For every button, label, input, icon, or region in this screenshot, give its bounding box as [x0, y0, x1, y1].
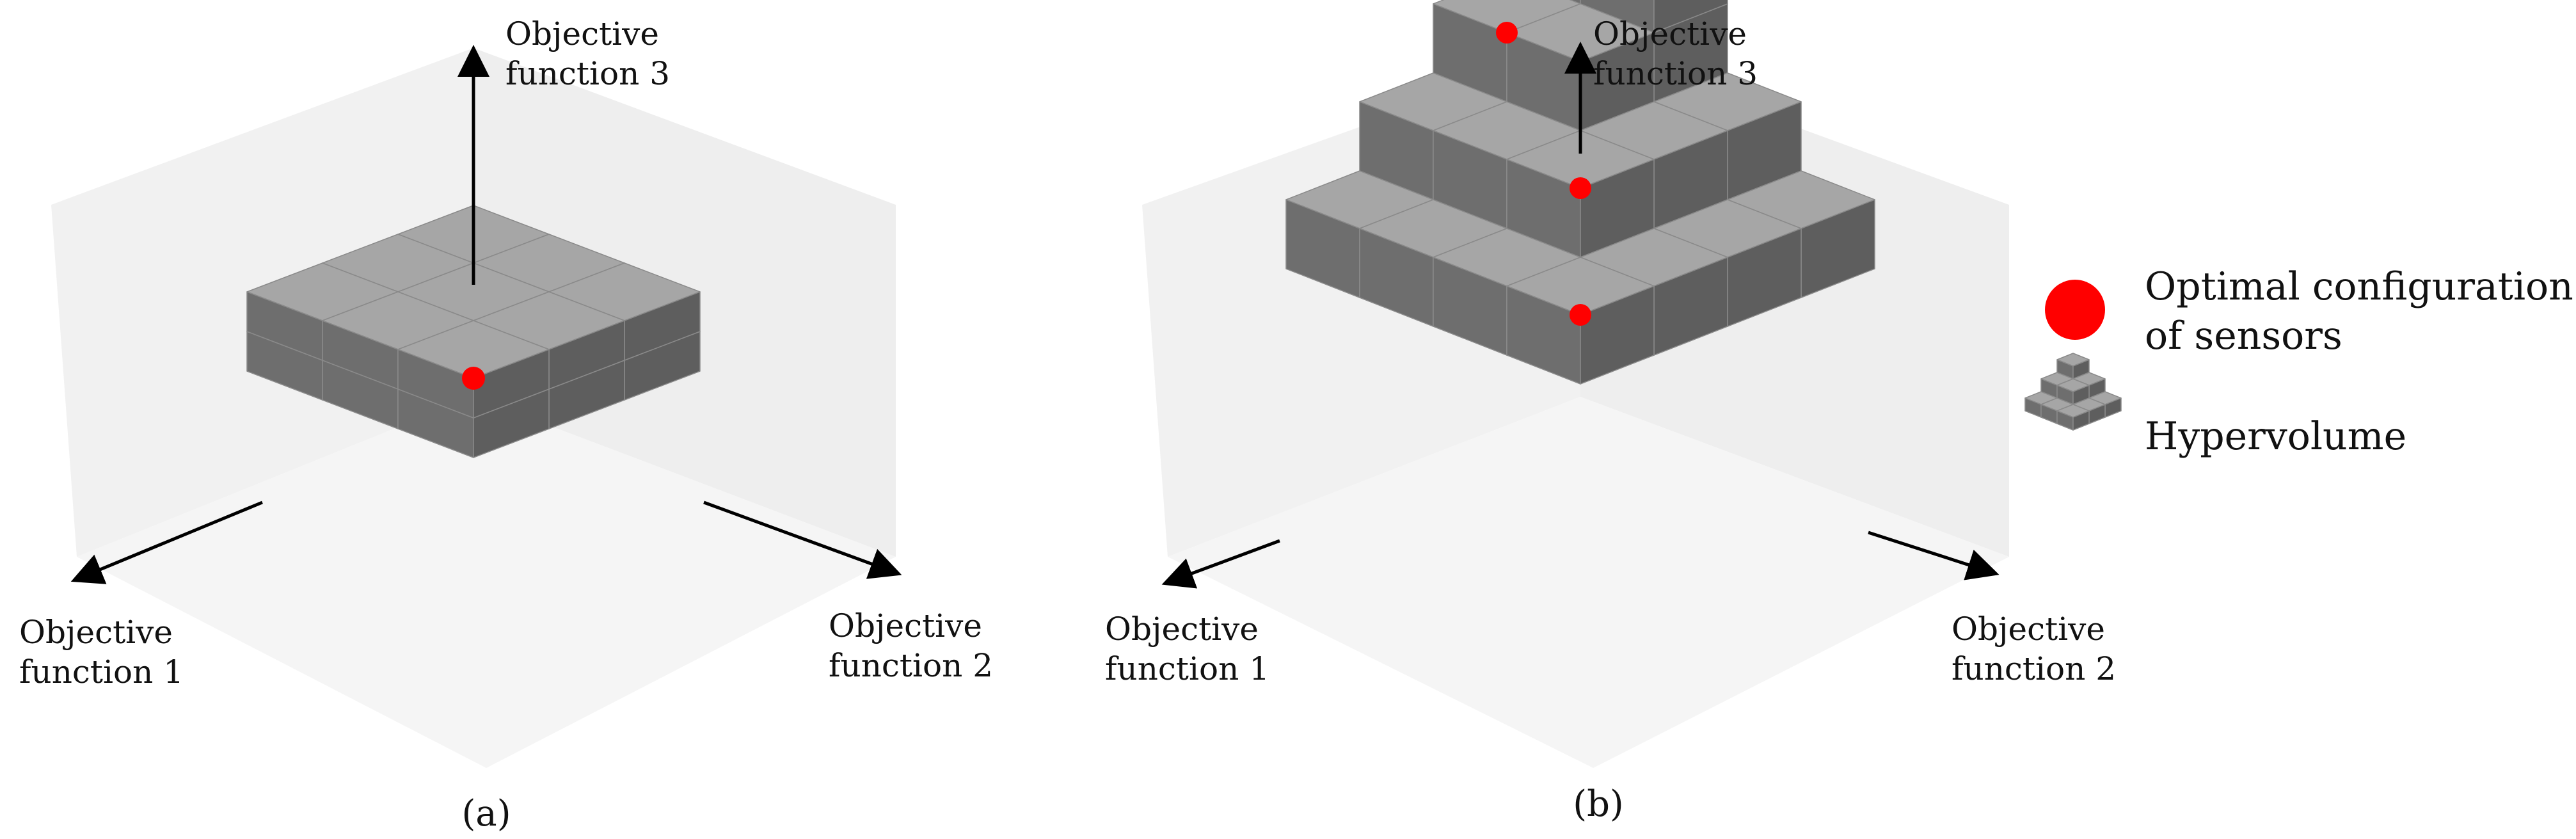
panel-a-label-objective-3: Objective function 3 [505, 15, 670, 92]
panel-a-axes [70, 45, 902, 584]
optimal-configuration-marker [1496, 22, 1518, 44]
panel-b-hypervolume [1285, 0, 1875, 385]
hypervolume-cube-right [2072, 410, 2090, 431]
legend-hypervolume-label: Hypervolume [2145, 414, 2406, 459]
panel-a-axis-objective-1 [70, 500, 263, 584]
legend-optimal-label: Optimal configuration of sensors [2145, 264, 2576, 358]
panel-a: Objective function 3 Objective function … [19, 15, 993, 835]
panel-a-caption: (a) [461, 793, 511, 835]
panel-b-label-objective-1: Objective function 1 [1105, 611, 1269, 687]
panel-b-axis-objective-1 [1161, 539, 1280, 589]
panel-b-optimal-points [1496, 22, 1591, 326]
panel-a-optimal-points [462, 367, 485, 390]
optimal-configuration-marker [462, 367, 485, 390]
panel-b-caption: (b) [1573, 783, 1624, 825]
panel-a-label-objective-2: Objective function 2 [829, 607, 993, 684]
panel-b-label-objective-2: Objective function 2 [1952, 611, 2116, 687]
legend: Optimal configuration of sensors Hypervo… [2024, 264, 2576, 459]
panel-a-floor [77, 397, 896, 768]
panel-a-axis-objective-2 [703, 500, 902, 579]
panel-b-floor [1168, 397, 2009, 768]
panel-b: Objective function 3 Objective function … [1105, 0, 2116, 825]
optimal-configuration-marker [1570, 304, 1591, 326]
panel-b-axis-objective-2 [1868, 531, 2000, 580]
panel-a-label-objective-1: Objective function 1 [19, 614, 184, 691]
legend-optimal-marker-icon [2045, 280, 2105, 340]
panel-b-label-objective-3: Objective function 3 [1593, 15, 1758, 92]
legend-hypervolume-icon [2024, 353, 2122, 431]
panel-b-axes [1161, 42, 2000, 589]
optimal-configuration-marker [1570, 177, 1591, 199]
hypervolume-cube-right [1653, 0, 1728, 33]
